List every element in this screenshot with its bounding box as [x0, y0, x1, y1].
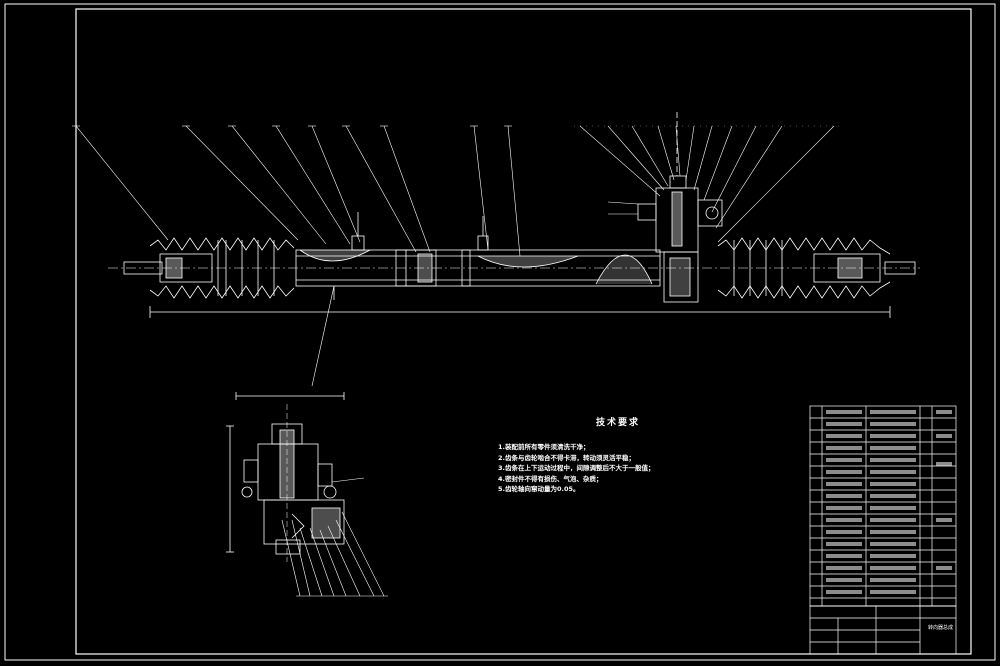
- drawing-name: 转向器总成: [928, 625, 954, 631]
- part-leaders-main: [72, 125, 842, 387]
- requirement-line: 1.装配前所有零件须清洗干净；: [498, 443, 590, 451]
- title-block: [809, 405, 957, 655]
- requirement-line: 2.齿条与齿轮啮合不得卡滞，转动须灵活平稳；: [498, 453, 635, 462]
- part-leaders-section: [281, 477, 388, 597]
- technical-requirements: 技术要求 1.装配前所有零件须清洗干净； 2.齿条与齿轮啮合不得卡滞，转动须灵活…: [498, 415, 798, 495]
- title-block-text-marks: [826, 410, 952, 594]
- outer-border: [4, 3, 996, 661]
- section-view: [226, 392, 345, 562]
- main-assembly-view: [108, 112, 920, 318]
- inner-border: [75, 8, 972, 655]
- requirement-line: 3.齿条在上下运动过程中，间隙调整后不大于一般值；: [498, 464, 655, 472]
- technical-requirements-title: 技术要求: [595, 418, 640, 428]
- requirement-line: 5.齿轮轴向窜动量为0.05。: [498, 485, 580, 493]
- requirement-line: 4.密封件不得有损伤、气泡、杂质；: [498, 474, 603, 483]
